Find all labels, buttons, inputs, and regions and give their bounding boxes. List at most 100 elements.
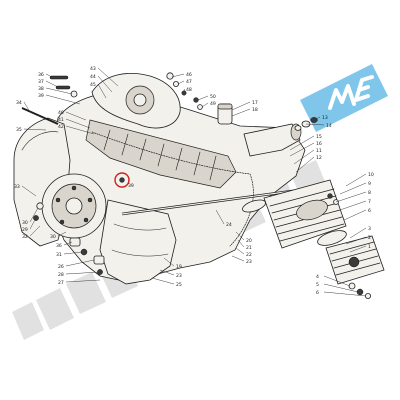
callout-20: 20 xyxy=(246,238,252,244)
callout-leader-line xyxy=(23,128,47,131)
nut xyxy=(327,193,333,199)
callout-42: 42 xyxy=(58,124,64,130)
callout-30-upper: 30 xyxy=(22,220,28,226)
watermark-badge-letter xyxy=(328,84,356,110)
callout-3: 3 xyxy=(368,226,371,232)
callout-29: 29 xyxy=(22,227,28,233)
callout-leader-line xyxy=(29,207,39,223)
highlighted-part xyxy=(119,177,125,183)
callout-leader-line xyxy=(63,241,73,246)
callout-8: 8 xyxy=(368,190,371,196)
callout-leader-line xyxy=(345,173,367,187)
callout-13: 13 xyxy=(322,115,328,121)
nut xyxy=(181,90,187,96)
highlight-circle xyxy=(114,172,130,188)
callout-1: 1 xyxy=(368,244,371,250)
sump-details xyxy=(111,223,169,257)
callout-leader-line xyxy=(323,275,351,287)
callout-leader-line xyxy=(65,111,87,121)
callout-44: 44 xyxy=(90,74,96,80)
callout-6-lower: 6 xyxy=(316,290,319,296)
callout-leader-line xyxy=(171,73,185,78)
callout-49: 49 xyxy=(210,101,216,107)
callout-2: 2 xyxy=(368,235,371,241)
callout-labels: 36 37 38 39 43 44 45 46 47 48 50 49 17 1… xyxy=(14,66,374,296)
callout-leader-line xyxy=(235,247,245,255)
callout-leader-line xyxy=(235,231,245,241)
callout-50: 50 xyxy=(210,94,216,100)
long-stud-highlight xyxy=(121,189,301,215)
callout-17: 17 xyxy=(252,100,258,106)
callout-30-lower: 30 xyxy=(50,234,56,240)
callout-6: 6 xyxy=(368,208,371,214)
callout-leader-line xyxy=(65,279,101,283)
callout-9: 9 xyxy=(368,181,371,187)
callout-leader-line xyxy=(293,149,315,165)
callout-leader-line xyxy=(65,118,91,129)
callout-leader-line xyxy=(45,94,81,105)
callout-leader-line xyxy=(45,73,53,78)
callout-leader-line xyxy=(29,225,41,237)
callout-39: 39 xyxy=(38,93,44,99)
callout-leader-line xyxy=(97,75,113,93)
callout-26: 26 xyxy=(58,264,64,270)
callout-28: 28 xyxy=(58,272,64,278)
gearbox-boss-center xyxy=(133,93,147,107)
nut xyxy=(356,288,364,296)
callout-leader-line xyxy=(305,123,325,126)
callout-leader-line xyxy=(97,83,107,99)
callout-47: 47 xyxy=(186,79,192,85)
callout-leader-line xyxy=(323,283,359,293)
callout-33: 33 xyxy=(14,184,20,190)
callout-leader-line xyxy=(295,156,315,173)
callout-23: 23 xyxy=(176,273,182,279)
callout-leader-line xyxy=(289,142,315,157)
watermark-letter xyxy=(12,302,44,340)
callout-leader-line xyxy=(97,67,119,87)
callout-leader-line xyxy=(339,182,367,195)
bolt xyxy=(49,75,69,80)
callout-leader-line xyxy=(237,239,245,248)
watermark-letter xyxy=(66,272,106,314)
callout-5: 5 xyxy=(316,282,319,288)
callout-leader-line xyxy=(349,245,367,253)
left-stud xyxy=(21,107,59,125)
cylinder-head xyxy=(325,235,385,285)
callout-leader-line xyxy=(231,101,251,111)
callout-leader-line xyxy=(183,88,187,94)
callout-leader-line xyxy=(45,80,59,88)
callout-leader-line xyxy=(289,135,315,151)
callout-leader-line xyxy=(343,209,367,221)
small-cap xyxy=(69,237,81,247)
washer xyxy=(197,104,203,110)
callout-15: 15 xyxy=(316,134,322,140)
callout-45: 45 xyxy=(90,82,96,88)
callout-36-lower: 36 xyxy=(56,243,62,249)
callout-38: 38 xyxy=(38,86,44,92)
callout-leader-line xyxy=(345,236,367,245)
intake-manifold xyxy=(243,123,301,157)
left-cover-edge xyxy=(21,131,59,151)
callout-12: 12 xyxy=(316,155,322,161)
callout-leader-line xyxy=(65,259,95,267)
callout-leader-line xyxy=(177,80,185,85)
washer xyxy=(166,72,174,80)
callout-36: 36 xyxy=(38,72,44,78)
callout-39-lower: 39 xyxy=(128,183,134,189)
watermark-letter xyxy=(36,288,74,330)
callout-14: 14 xyxy=(326,123,332,129)
callout-leader-line xyxy=(335,191,367,203)
callout-18: 18 xyxy=(252,107,258,113)
plunger-cap xyxy=(217,103,233,110)
head-gasket xyxy=(317,230,347,246)
flywheel-holes xyxy=(55,185,93,225)
watermark-badge-letters xyxy=(328,75,374,110)
flywheel-hub xyxy=(65,197,83,215)
case-gasket xyxy=(91,131,254,247)
callout-leader-line xyxy=(65,125,95,135)
watermark-badge-letter xyxy=(354,75,374,102)
callout-leader-line xyxy=(323,291,367,297)
bolt xyxy=(55,85,71,90)
